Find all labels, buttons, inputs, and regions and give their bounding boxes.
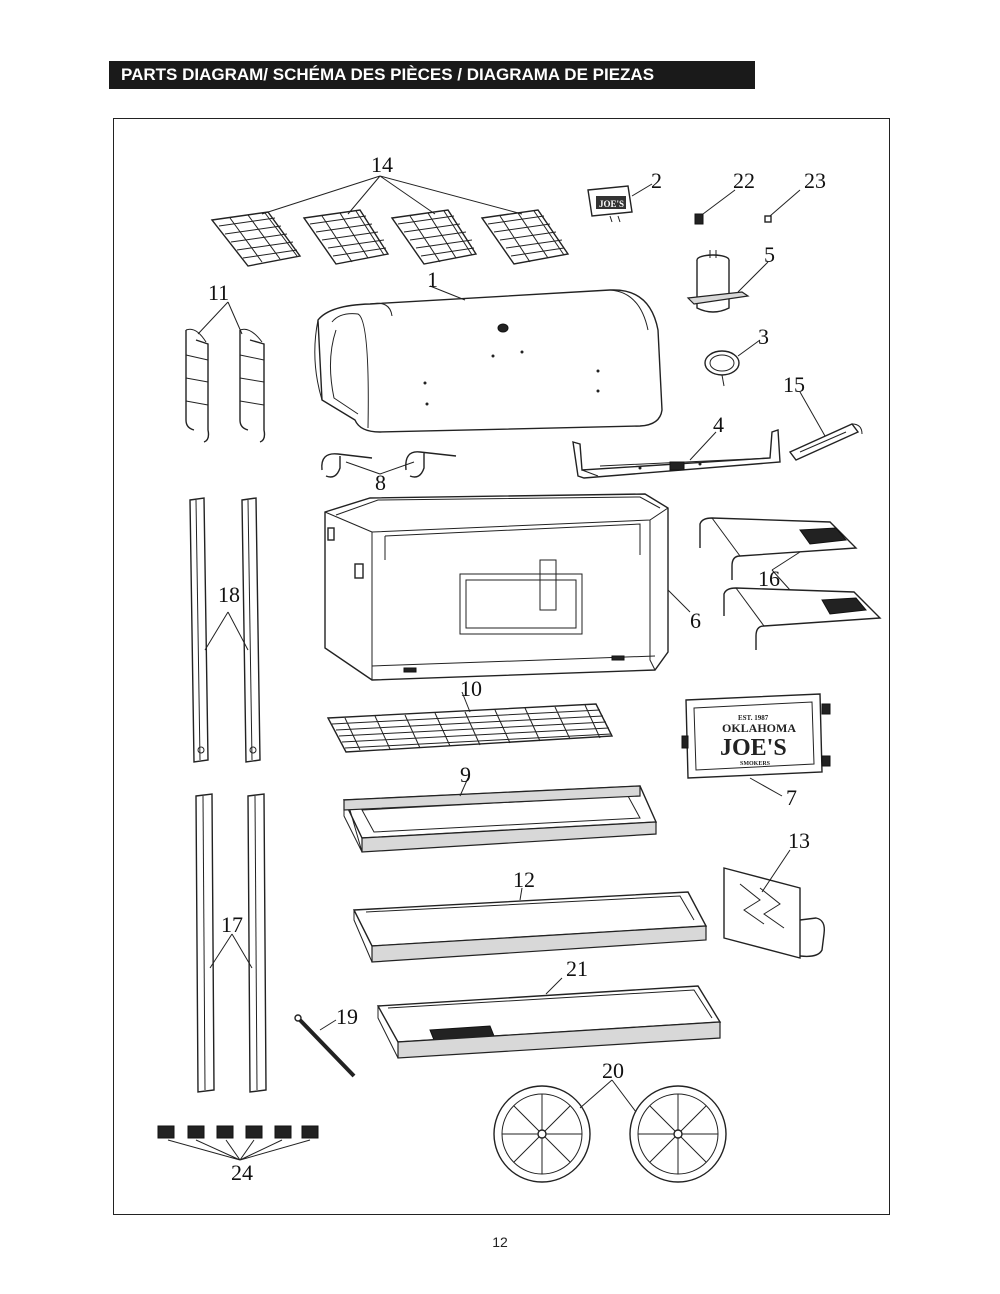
- part-22-spring: 22: [694, 168, 755, 225]
- part-11-side-handles: 11: [185, 280, 266, 443]
- part-1-lid: 1: [314, 267, 663, 433]
- callout-15: 15: [783, 372, 805, 397]
- callout-22: 22: [733, 168, 755, 193]
- part-13-damper-plate: 13: [723, 828, 826, 959]
- part-21-bottom-shelf: 21: [376, 956, 722, 1059]
- part-4-front-handle: 4: [572, 412, 781, 479]
- callout-5: 5: [764, 242, 775, 267]
- callout-20: 20: [602, 1058, 624, 1083]
- callout-19: 19: [336, 1004, 358, 1029]
- grate-4: [480, 209, 570, 265]
- part-8-hinges: 8: [321, 451, 457, 495]
- door-logo-smokers: SMOKERS: [740, 761, 771, 767]
- callout-14: 14: [371, 152, 393, 177]
- callout-24: 24: [231, 1160, 253, 1185]
- callout-2: 2: [651, 168, 662, 193]
- part-12-ash-tray: 12: [352, 867, 708, 963]
- callout-8: 8: [375, 470, 386, 495]
- grate-3: [390, 209, 478, 265]
- callout-12: 12: [513, 867, 535, 892]
- part-17-front-legs: 17: [195, 793, 267, 1093]
- callout-11: 11: [208, 280, 229, 305]
- part-15-tool: 15: [783, 372, 863, 461]
- callout-10: 10: [460, 676, 482, 701]
- callout-1: 1: [427, 267, 438, 292]
- part-7-door: EST. 1987 OKLAHOMA JOE'S SMOKERS 7: [681, 693, 831, 810]
- part-18-rear-legs: 18: [189, 497, 261, 763]
- part-20-wheels: 20: [493, 1058, 727, 1183]
- part-6-firebox: 6: [324, 493, 701, 681]
- part-10-charcoal-grate: 10: [326, 676, 614, 753]
- callout-7: 7: [786, 785, 797, 810]
- callout-18: 18: [218, 582, 240, 607]
- callout-23: 23: [804, 168, 826, 193]
- door-logo-joes: JOE'S: [720, 735, 787, 761]
- page-title: PARTS DIAGRAM/ SCHÉMA DES PIÈCES / DIAGR…: [109, 61, 755, 89]
- part-16-side-shelves: 16: [699, 517, 882, 650]
- diagram-frame: [113, 118, 890, 1215]
- page-number: 12: [492, 1234, 508, 1250]
- callout-16: 16: [758, 566, 780, 591]
- part-14-cooking-grates: 14: [210, 152, 570, 267]
- part-5-smoke-stack: 5: [686, 242, 775, 313]
- grate-2: [302, 209, 390, 265]
- badge-logo-text: JOE'S: [599, 199, 624, 209]
- callout-9: 9: [460, 762, 471, 787]
- door-logo-est: EST. 1987: [738, 714, 769, 722]
- callout-13: 13: [788, 828, 810, 853]
- callout-21: 21: [566, 956, 588, 981]
- callout-4: 4: [713, 412, 724, 437]
- part-3-thermometer: 3: [704, 324, 769, 387]
- grate-1: [210, 211, 302, 267]
- part-9-charcoal-basket: 9: [342, 762, 658, 853]
- door-logo-oklahoma: OKLAHOMA: [722, 721, 796, 735]
- part-19-axle: 19: [294, 1004, 358, 1078]
- callout-17: 17: [221, 912, 243, 937]
- part-2-badge: JOE'S 2: [587, 168, 662, 223]
- callout-3: 3: [758, 324, 769, 349]
- part-24-caps: 24: [157, 1125, 319, 1185]
- callout-6: 6: [690, 608, 701, 633]
- part-23-nut: 23: [764, 168, 826, 223]
